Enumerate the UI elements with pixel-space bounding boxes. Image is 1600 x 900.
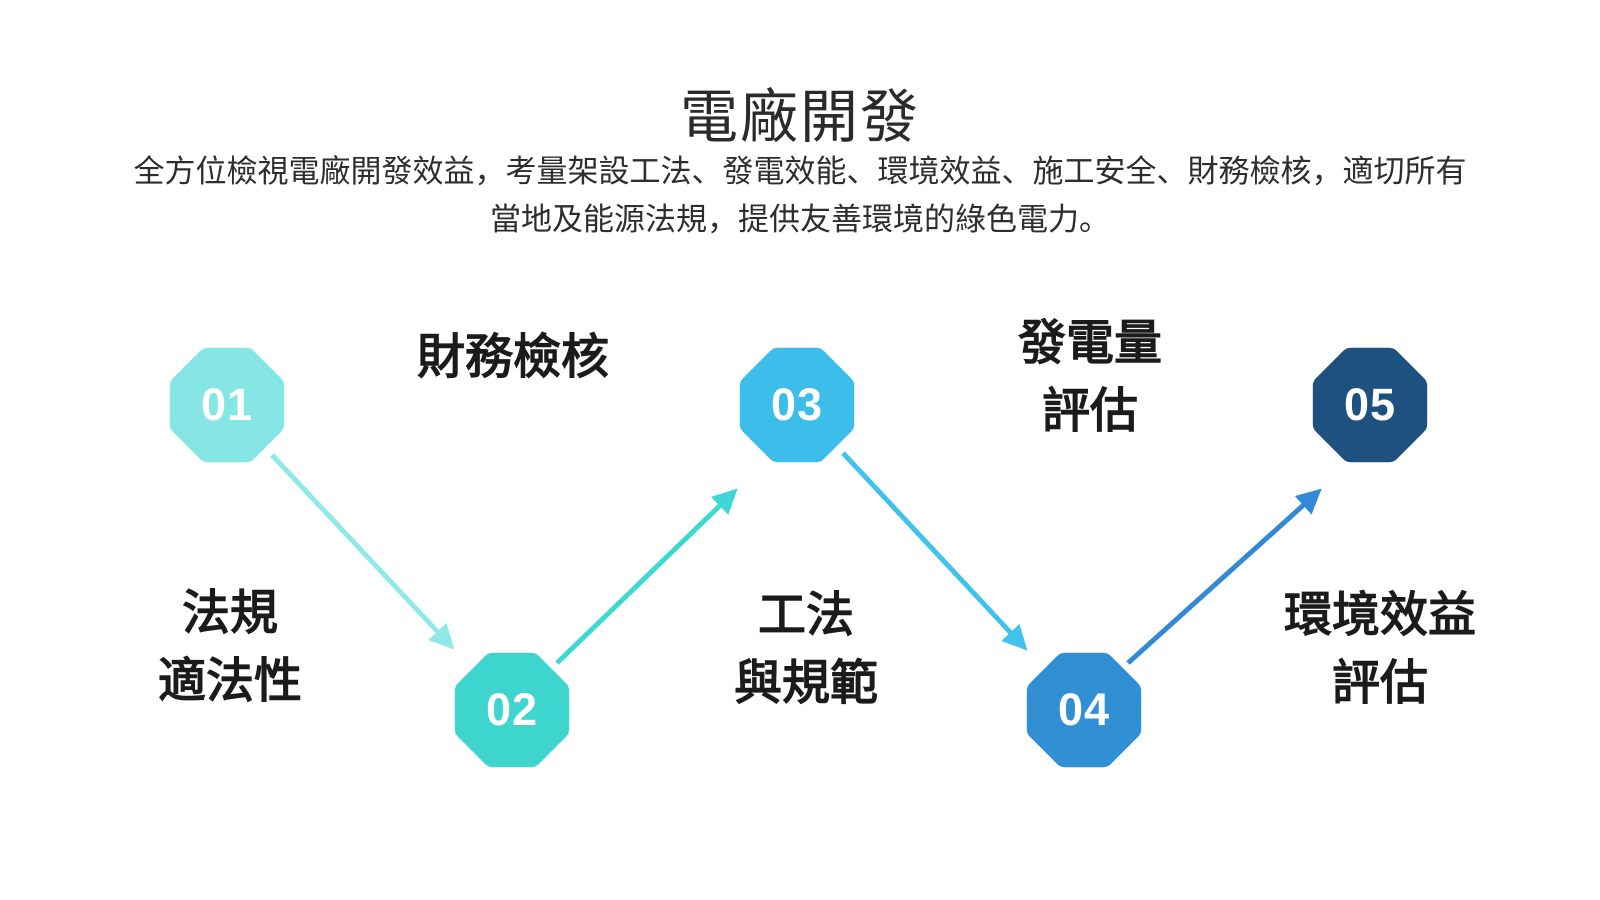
step-label-01: 法規 適法性 — [157, 587, 303, 708]
step-node-05: 05 — [1308, 343, 1432, 467]
step-node-04: 04 — [1022, 648, 1146, 772]
arrow-04-to-05 — [1126, 488, 1322, 665]
step-node-01: 01 — [165, 343, 289, 467]
step-number: 05 — [1343, 379, 1397, 430]
step-03-octagon — [739, 347, 855, 463]
step-node-03: 03 — [735, 343, 859, 467]
step-node-02: 02 — [450, 648, 574, 772]
arrow-03-to-04 — [841, 451, 1028, 651]
arrow-02-to-03 — [555, 488, 738, 665]
step-number: 01 — [200, 379, 254, 430]
step-number: 04 — [1057, 684, 1111, 735]
step-label-03: 工法 與規範 — [733, 589, 879, 710]
arrow-01-to-02 — [270, 453, 455, 650]
step-label-04: 發電量 評估 — [1017, 317, 1163, 438]
step-05-octagon — [1312, 347, 1428, 463]
step-label-05: 環境效益 評估 — [1283, 589, 1477, 710]
step-label-02: 財務檢核 — [416, 331, 610, 384]
page-title: 電廠開發 — [679, 85, 920, 150]
step-number: 02 — [485, 684, 539, 735]
step-number: 03 — [770, 379, 824, 430]
step-01-octagon — [169, 347, 285, 463]
step-04-octagon — [1026, 652, 1142, 768]
step-02-octagon — [454, 652, 570, 768]
page-subtitle: 全方位檢視電廠開發效益，考量架設工法、發電效能、環境效益、施工安全、財務檢核，適… — [133, 154, 1467, 237]
